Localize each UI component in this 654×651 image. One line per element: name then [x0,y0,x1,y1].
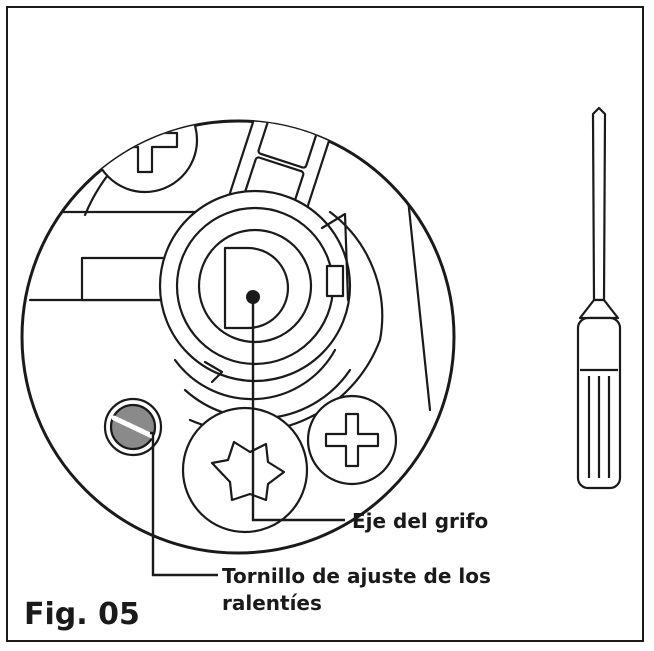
mounting-ring-arc [173,348,337,401]
screwdriver-ferrule [578,298,620,320]
valve-shaft-label: Eje del grifo [352,509,488,533]
hub-tab [203,360,224,384]
panel-detail [28,86,432,534]
idle-screw-label-line1: Tornillo de ajuste de los [222,564,491,588]
bottom-right-screw [306,394,398,486]
idle-adjustment-screw [103,397,163,457]
leader-lines [150,297,345,577]
indicator-triangle [222,86,248,112]
valve-shaft-leader [251,297,345,522]
top-left-screw [91,121,199,194]
figure-caption: Fig. 05 [24,597,140,632]
screwdriver-icon [576,106,622,490]
screwdriver-shaft [591,106,607,302]
bottom-star-screw [181,406,309,534]
idle-screw-leader [150,431,218,577]
mounting-plate-arc [83,121,312,217]
knob-hub [158,189,352,383]
screwdriver-grip-grooves [587,376,611,478]
idle-screw-label-line2: ralentíes [222,591,322,615]
